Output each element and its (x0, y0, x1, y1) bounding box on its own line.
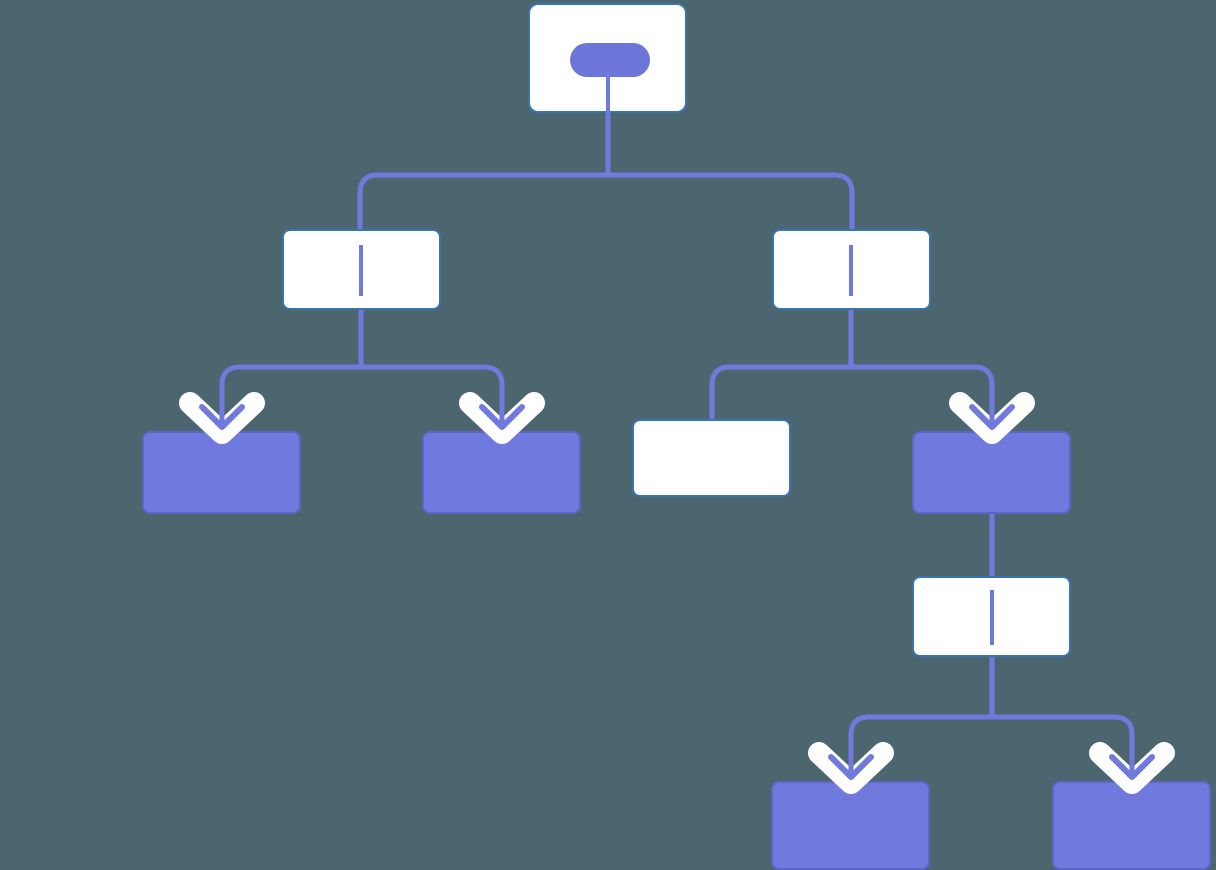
arrowhead-inner (969, 404, 1015, 430)
passthrough-overlay (359, 72, 994, 645)
arrowhead-icon (949, 385, 1035, 444)
edge-n8-to-n9 (848, 657, 995, 781)
diagram-node-n2[interactable] (282, 229, 441, 310)
edge-n2-to-n5 (358, 310, 505, 431)
edge-n3-to-n6 (709, 310, 854, 419)
arrowhead-outline (949, 392, 1035, 444)
edge-n1-to-n2 (357, 113, 611, 229)
arrowhead-icon (459, 385, 545, 444)
diagram-node-n6[interactable] (632, 419, 791, 497)
diagram-node-n5[interactable] (422, 431, 581, 514)
arrowhead-icon (1089, 735, 1175, 794)
diagram-node-n8[interactable] (912, 576, 1071, 657)
edge-n3-to-n7 (848, 310, 995, 431)
arrowhead-outline (179, 392, 265, 444)
diagram-node-n9[interactable] (771, 781, 930, 870)
arrowhead-outline (459, 392, 545, 444)
arrowhead-outline (808, 742, 894, 794)
arrowhead-inner (1109, 754, 1155, 780)
diagram-node-n10[interactable] (1052, 781, 1211, 870)
diagram-node-n4[interactable] (142, 431, 301, 514)
arrowhead-outline (1089, 742, 1175, 794)
diagram-node-n1[interactable] (528, 3, 687, 113)
arrowhead-inner (479, 404, 525, 430)
edge-n2-to-n4 (219, 310, 364, 431)
diagram-node-n7[interactable] (912, 431, 1071, 514)
arrowhead-icon (808, 735, 894, 794)
edge-n8-to-n10 (989, 657, 1135, 781)
arrowhead-inner (828, 754, 874, 780)
diagram-node-n3[interactable] (772, 229, 931, 310)
arrowhead-inner (199, 404, 245, 430)
node-pill-badge (570, 43, 650, 77)
arrowhead-icon (179, 385, 265, 444)
edge-n1-to-n3 (605, 113, 855, 229)
